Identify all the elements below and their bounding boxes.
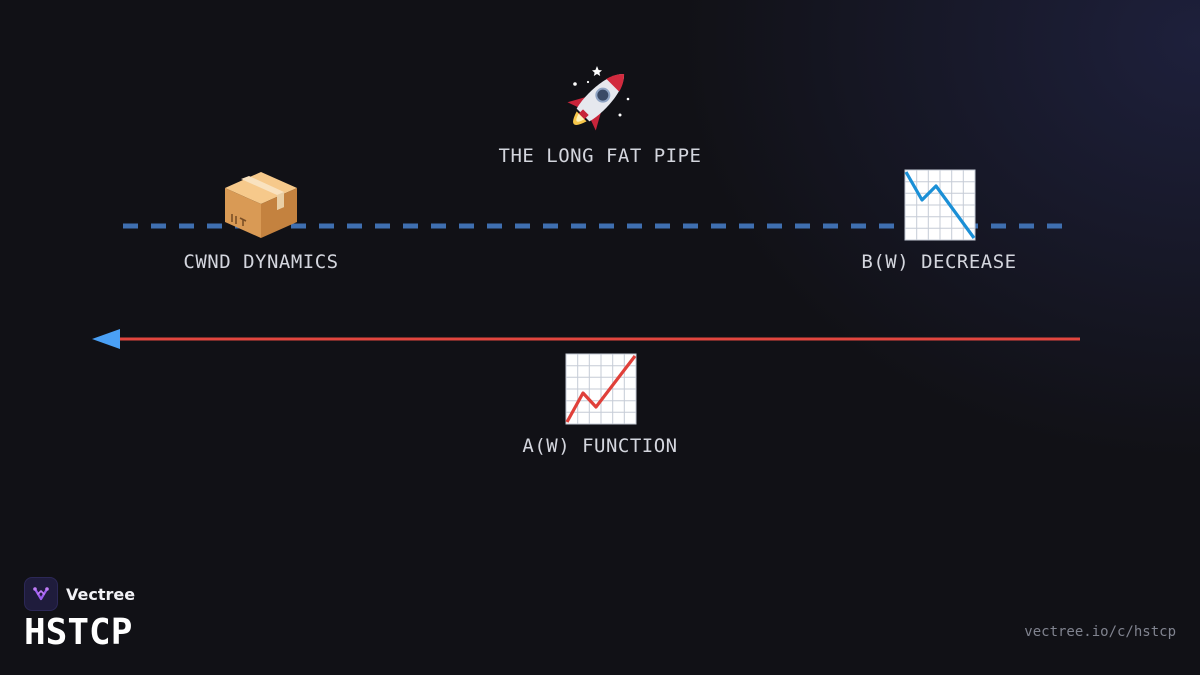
vectree-logo-icon: [24, 577, 58, 611]
node-label-aw: A(W) FUNCTION: [522, 435, 678, 457]
arrow-head: [92, 329, 120, 349]
brand-name: Vectree: [66, 584, 136, 604]
chart-decreasing-icon: [904, 169, 976, 241]
rocket-icon: [567, 73, 625, 131]
package-icon: [225, 172, 297, 238]
node-label-pipe: THE LONG FAT PIPE: [498, 145, 702, 167]
sparkles-icon: [573, 66, 630, 117]
footer-url[interactable]: vectree.io/c/hstcp: [1024, 624, 1176, 640]
node-label-cwnd: CWND DYNAMICS: [183, 251, 339, 273]
course-title: HSTCP: [24, 612, 133, 653]
chart-increasing-icon: [565, 353, 637, 425]
node-label-bw: B(W) DECREASE: [861, 251, 1017, 273]
brand: Vectree: [24, 577, 135, 611]
